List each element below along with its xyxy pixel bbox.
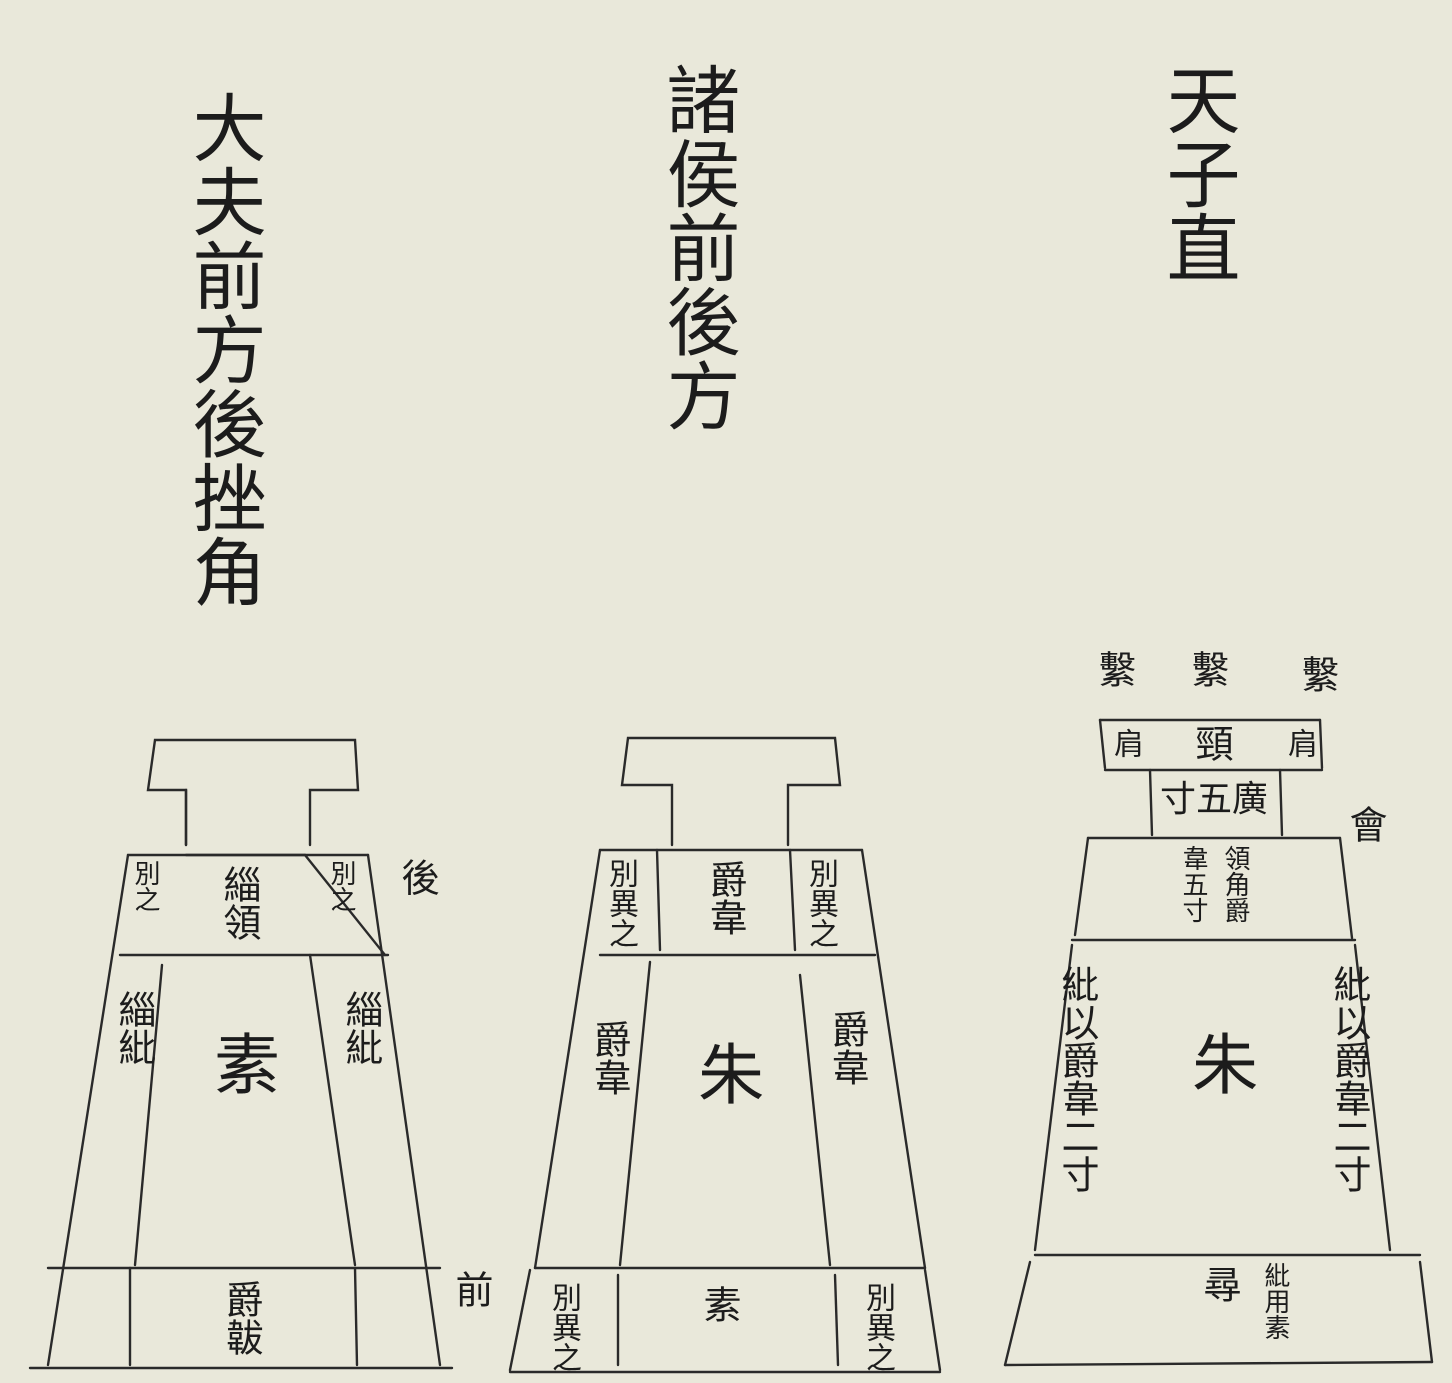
tianzi-bottom-right: 紕用素 <box>1260 1262 1290 1340</box>
title-tianzi: 天子直 <box>1154 62 1240 284</box>
dafu-bottom-center: 爵韍 <box>219 1280 263 1356</box>
zhuhou-center: 朱 <box>687 1040 764 1106</box>
zhuhou-side-left-top: 別異之 <box>603 858 638 948</box>
tianzi-shoulder-left: 肩 <box>1108 728 1143 758</box>
tianzi-width-note: 廣五寸 <box>1160 779 1269 820</box>
zhuhou-side-right-top: 別異之 <box>803 858 838 948</box>
zhuhou-neck: 爵韋 <box>703 860 747 936</box>
tianzi-left-panel: 紕以爵韋二寸 <box>1055 965 1099 1193</box>
dafu-left-panel: 緇紕 <box>112 990 156 1066</box>
title-dafu: 大夫前方後挫角 <box>180 90 266 608</box>
tianzi-neck: 頸 <box>1189 724 1233 762</box>
tianzi-figure-outline <box>1003 718 1434 1367</box>
tianzi-top-center: 繫 <box>1185 650 1229 688</box>
tianzi-right-panel: 紕以爵韋二寸 <box>1327 965 1371 1193</box>
dafu-hou-mark: 後 <box>395 858 439 896</box>
tianzi-top-left: 繫 <box>1092 650 1136 688</box>
tianzi-collar-left: 韋五寸 <box>1178 845 1208 923</box>
zhuhou-right-panel: 爵韋 <box>825 1010 869 1086</box>
tianzi-collar-right: 領角爵 <box>1220 845 1250 923</box>
tianzi-hui-mark: 會 <box>1343 805 1387 843</box>
dafu-side-right-top: 別之 <box>326 860 356 912</box>
tianzi-bottom-center: 尋 <box>1197 1265 1241 1303</box>
zhuhou-bottom-center: 素 <box>697 1285 741 1323</box>
dafu-center: 素 <box>203 1030 280 1096</box>
tianzi-shoulder-right: 肩 <box>1282 728 1317 758</box>
tianzi-center: 朱 <box>1181 1030 1258 1096</box>
dafu-qian-mark: 前 <box>449 1270 493 1308</box>
dafu-side-left-top: 別之 <box>130 860 160 912</box>
zhuhou-figure-outline <box>508 736 942 1374</box>
dafu-right-panel: 緇紕 <box>339 990 383 1066</box>
tianzi-top-right: 繫 <box>1295 655 1339 693</box>
dafu-neck: 緇領 <box>217 865 261 941</box>
dafu-figure-outline <box>28 738 454 1370</box>
zhuhou-bottom-right: 別異之 <box>860 1282 895 1372</box>
title-zhuhou: 諸侯前後方 <box>654 62 740 432</box>
zhuhou-bottom-left: 別異之 <box>546 1282 581 1372</box>
zhuhou-left-panel: 爵韋 <box>587 1020 631 1096</box>
